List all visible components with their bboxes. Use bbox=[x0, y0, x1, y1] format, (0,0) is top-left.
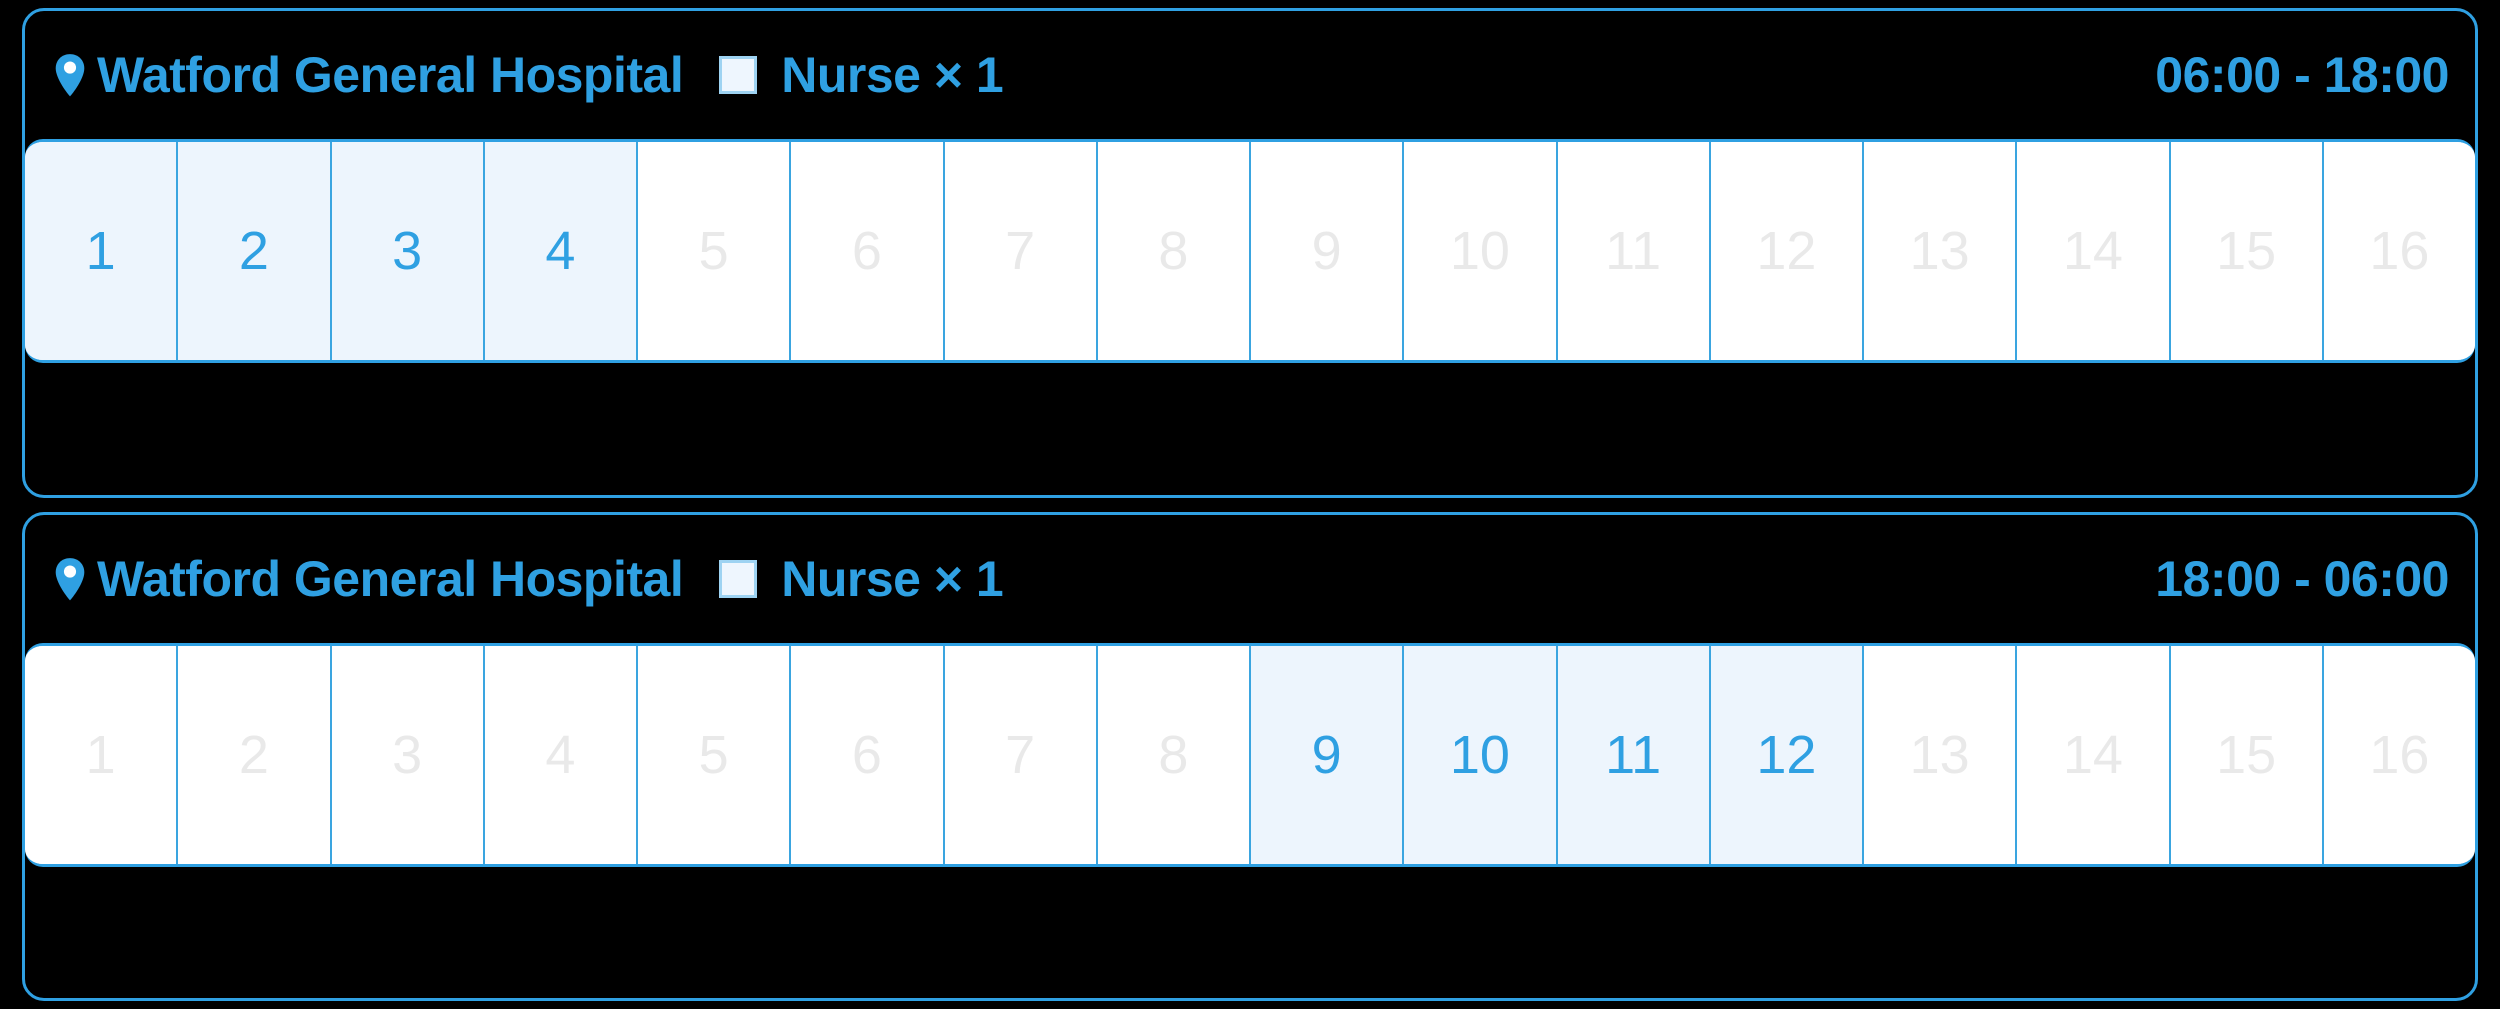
day-cell[interactable]: 1 bbox=[25, 142, 179, 360]
day-cell[interactable]: 1 bbox=[25, 645, 179, 864]
shift-card-body bbox=[25, 363, 2475, 495]
day-cell[interactable]: 4 bbox=[484, 142, 638, 360]
shift-time-range: 06:00 - 18:00 bbox=[2155, 47, 2449, 103]
day-cell[interactable]: 10 bbox=[1404, 645, 1558, 864]
shift-card-header-left: Watford General Hospital Nurse × 1 bbox=[53, 554, 2155, 604]
shift-card-header: Watford General Hospital Nurse × 1 18:00… bbox=[25, 515, 2475, 643]
day-cell[interactable]: 8 bbox=[1097, 142, 1251, 360]
day-cell[interactable]: 2 bbox=[178, 142, 332, 360]
day-cell[interactable]: 15 bbox=[2170, 645, 2324, 864]
day-cell[interactable]: 7 bbox=[944, 645, 1098, 864]
day-cell[interactable]: 6 bbox=[791, 645, 945, 864]
location-pin-icon bbox=[55, 557, 85, 600]
day-cell[interactable]: 4 bbox=[484, 645, 638, 864]
day-cell[interactable]: 5 bbox=[638, 645, 792, 864]
site-name: Watford General Hospital bbox=[97, 47, 684, 103]
day-cell[interactable]: 12 bbox=[1710, 142, 1864, 360]
day-cell[interactable]: 13 bbox=[1864, 142, 2018, 360]
role-color-swatch-icon bbox=[719, 56, 758, 94]
shift-card[interactable]: Watford General Hospital Nurse × 1 18:00… bbox=[22, 511, 2478, 1001]
role-chip[interactable]: Nurse × 1 bbox=[719, 550, 1004, 607]
shift-time-range: 18:00 - 06:00 bbox=[2155, 550, 2449, 607]
shift-card-header-left: Watford General Hospital Nurse × 1 bbox=[53, 50, 2155, 100]
site-name: Watford General Hospital bbox=[97, 550, 684, 607]
day-cell[interactable]: 9 bbox=[1251, 142, 1405, 360]
day-cell[interactable]: 14 bbox=[2017, 142, 2171, 360]
role-label: Nurse × 1 bbox=[781, 550, 1004, 607]
day-cell[interactable]: 3 bbox=[331, 645, 485, 864]
shift-card-body bbox=[25, 867, 2475, 999]
shift-card[interactable]: Watford General Hospital Nurse × 1 06:00… bbox=[22, 8, 2478, 498]
day-cell[interactable]: 6 bbox=[791, 142, 945, 360]
shift-card-header: Watford General Hospital Nurse × 1 06:00… bbox=[25, 11, 2475, 139]
day-cell[interactable]: 16 bbox=[2323, 142, 2475, 360]
day-cell[interactable]: 9 bbox=[1251, 645, 1405, 864]
day-cell[interactable]: 3 bbox=[331, 142, 485, 360]
day-cell[interactable]: 11 bbox=[1557, 645, 1711, 864]
day-cell[interactable]: 13 bbox=[1864, 645, 2018, 864]
day-cell[interactable]: 10 bbox=[1404, 142, 1558, 360]
day-cell[interactable]: 8 bbox=[1097, 645, 1251, 864]
location-pin-icon bbox=[55, 54, 85, 97]
role-chip[interactable]: Nurse × 1 bbox=[719, 47, 1004, 103]
day-cell[interactable]: 2 bbox=[178, 645, 332, 864]
day-cell[interactable]: 5 bbox=[638, 142, 792, 360]
day-cell[interactable]: 16 bbox=[2323, 645, 2475, 864]
day-cell[interactable]: 12 bbox=[1710, 645, 1864, 864]
day-cell[interactable]: 7 bbox=[944, 142, 1098, 360]
day-cell[interactable]: 14 bbox=[2017, 645, 2171, 864]
day-cell[interactable]: 15 bbox=[2170, 142, 2324, 360]
role-label: Nurse × 1 bbox=[781, 47, 1004, 103]
day-cell[interactable]: 11 bbox=[1557, 142, 1711, 360]
role-color-swatch-icon bbox=[719, 559, 758, 598]
